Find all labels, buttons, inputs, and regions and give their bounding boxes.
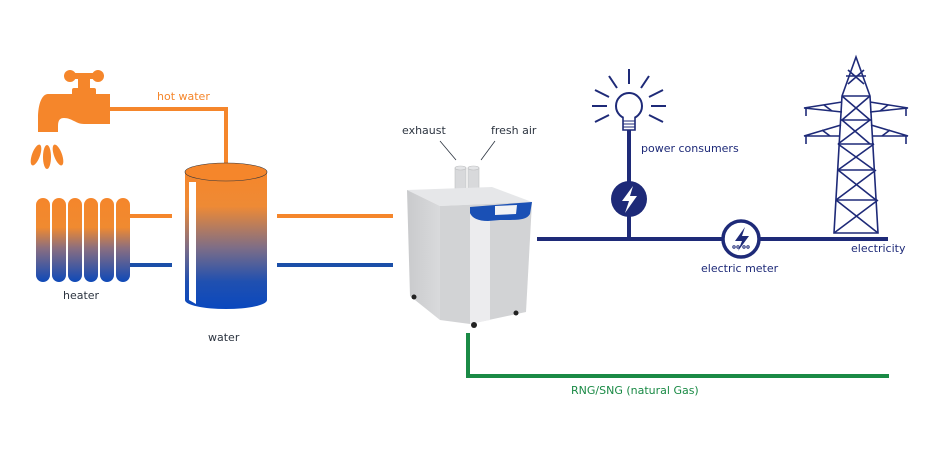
exhaust-pointer xyxy=(439,140,457,161)
lightning-bolt-icon xyxy=(611,181,647,217)
hot-water-pipe xyxy=(108,107,228,168)
gas-label: RNG/SNG (natural Gas) xyxy=(571,384,699,397)
faucet-icon xyxy=(30,70,110,169)
heater-label: heater xyxy=(63,289,100,302)
water-tank-icon xyxy=(184,162,268,309)
power-consumers-label: power consumers xyxy=(641,142,739,155)
water-label: water xyxy=(208,331,240,344)
gas-pipe xyxy=(466,333,889,378)
electricity-label: electricity xyxy=(851,242,906,255)
light-bulb-icon xyxy=(592,69,666,131)
chp-unit-icon xyxy=(407,140,532,328)
electric-meter-icon xyxy=(721,219,761,259)
exhaust-label: exhaust xyxy=(402,124,446,137)
hot-water-label: hot water xyxy=(157,90,210,103)
radiator-icon xyxy=(36,198,130,282)
power-pylon-icon xyxy=(803,54,909,234)
fresh-air-label: fresh air xyxy=(491,124,537,137)
fresh-air-pointer xyxy=(480,140,496,161)
electric-meter-label: electric meter xyxy=(701,262,779,275)
